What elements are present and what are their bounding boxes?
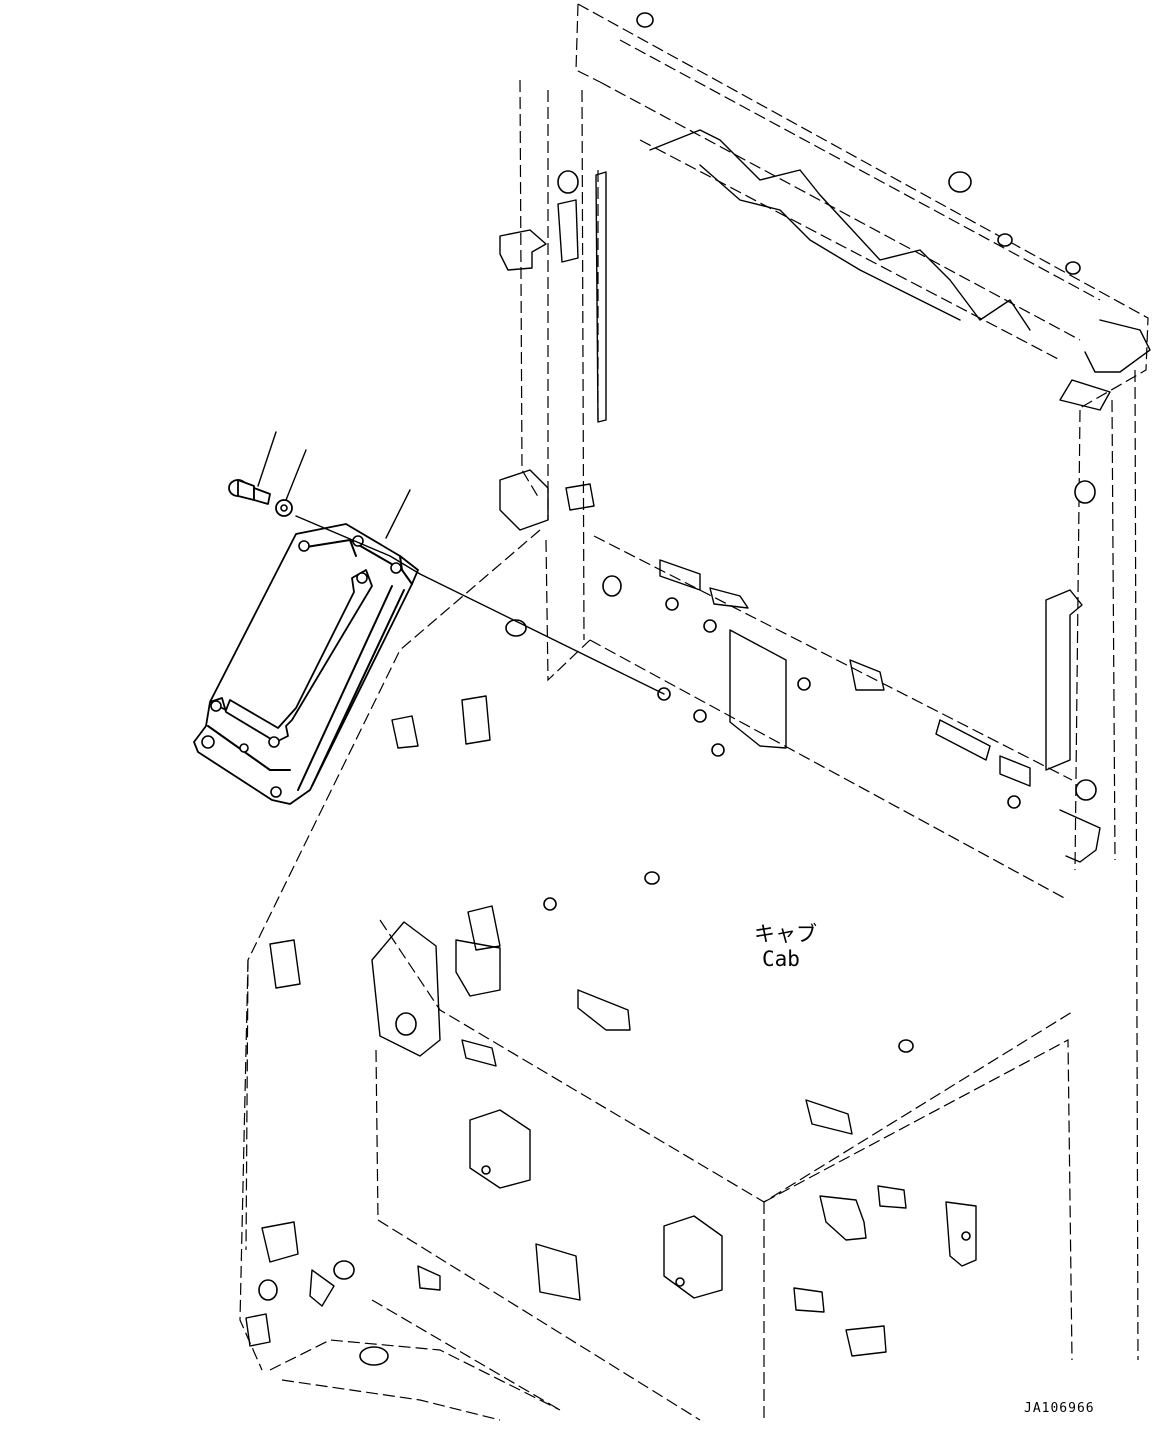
mounting-bracket-part (193, 523, 419, 805)
cab-label-english: Cab (762, 947, 800, 971)
frame-holes (258, 12, 1097, 1366)
washer-part (275, 499, 293, 517)
assembly-line (295, 515, 665, 695)
cab-frame (239, 3, 1149, 1421)
leader-lines (257, 431, 411, 539)
bolt-part (228, 479, 271, 505)
frame-clips (245, 129, 1151, 1357)
cab-label-japanese: キャブ (754, 922, 817, 946)
drawing-code: JA106966 (1024, 1401, 1095, 1416)
